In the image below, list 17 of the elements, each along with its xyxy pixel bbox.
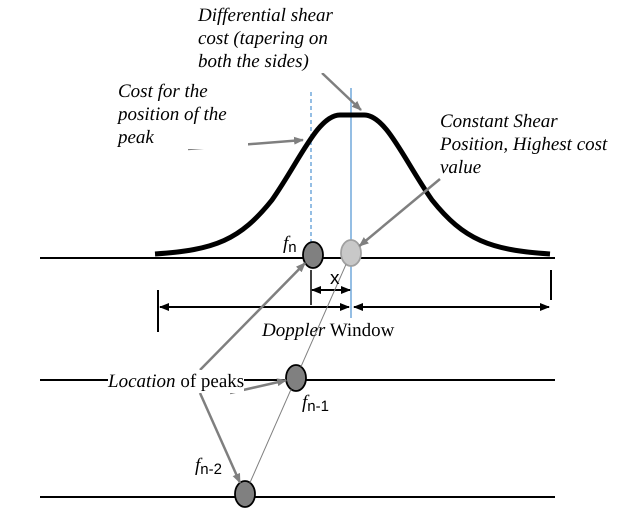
leader-arrow <box>230 378 288 394</box>
frequency-label: f$_{n-1}$ <box>302 392 329 417</box>
leader-arrow <box>321 72 362 111</box>
leader-arrow <box>358 178 441 247</box>
peak-marker <box>302 241 324 269</box>
frequency-label: f$_{n-2}$ <box>195 455 222 480</box>
peak-marker <box>285 364 307 392</box>
axis-caption: Doppler Window <box>262 320 394 342</box>
annotation-text: Location of peaks <box>108 370 244 393</box>
connecting-line <box>300 264 347 368</box>
dimension-label: x <box>330 268 340 290</box>
leader-arrow <box>199 262 306 371</box>
leader-arrow <box>198 392 242 484</box>
frequency-label: f$_{n}$ <box>283 233 297 258</box>
peak-marker <box>234 480 256 508</box>
connecting-line <box>249 388 292 484</box>
peak-marker <box>340 239 362 267</box>
